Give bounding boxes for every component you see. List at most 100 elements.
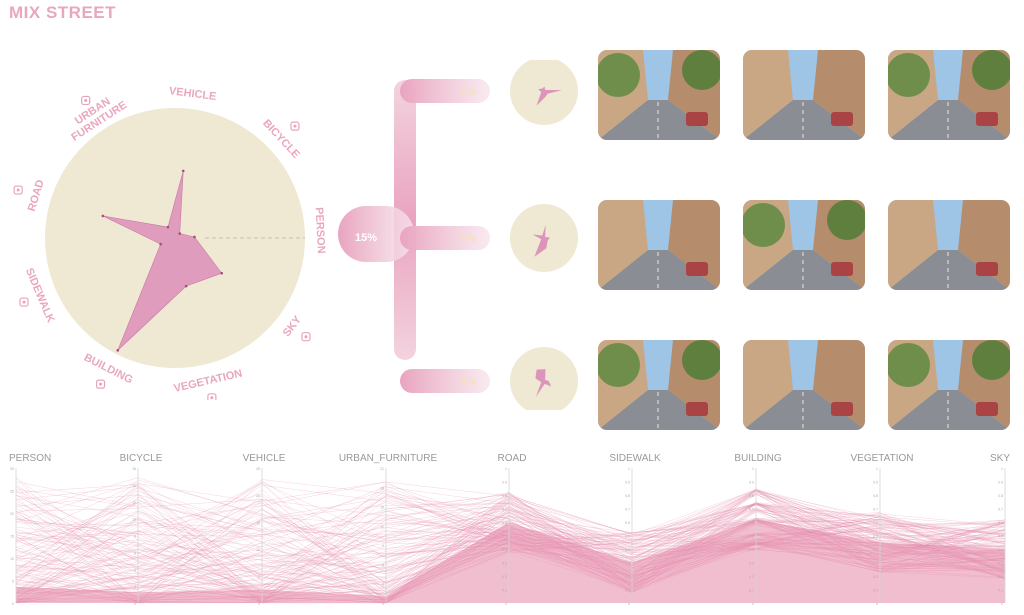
radar-label-group: SKY [281, 313, 305, 339]
pc-tick-label: 0.9 [998, 481, 1003, 485]
pc-tick-label: 1 [628, 467, 630, 471]
pc-tick-label: 0.5 [502, 535, 507, 539]
tree-branch-2 [400, 226, 490, 250]
building-icon [95, 379, 106, 389]
pc-tick-label: 0.8 [502, 494, 507, 498]
radar-label-vehicle: VEHICLE [168, 85, 217, 103]
tree-icon [207, 393, 217, 400]
pc-tick-label: 12 [380, 525, 384, 529]
pc-tick-label: 0.5 [998, 535, 1003, 539]
pc-tick-label: 9 [382, 544, 384, 548]
pc-tick-label: 0.7 [998, 508, 1003, 512]
pc-tick-label: 0 [505, 602, 507, 606]
pc-axis-label-bicycle: BICYCLE [120, 453, 163, 464]
cluster-radar-area-3 [535, 369, 552, 398]
pc-axis-label-sidewalk: SIDEWALK [609, 453, 661, 464]
pc-tick-label: 0.6 [998, 521, 1003, 525]
radar-label-group: VEHICLE [168, 85, 217, 103]
pc-tick-label: 0.3 [998, 562, 1003, 566]
street-view-thumbnail [598, 200, 720, 290]
pc-tick-label: 8 [134, 535, 136, 539]
pc-tick-label: 0.1 [749, 589, 754, 593]
pc-axis-label-road: ROAD [498, 453, 527, 464]
radar-label-group: ROAD [26, 178, 47, 213]
pc-tick-label: 14 [132, 484, 136, 488]
pc-tick-label: 0.1 [502, 589, 507, 593]
street-view-thumbnail [598, 50, 720, 140]
radar-point-vehicle [181, 169, 185, 173]
pc-axis-label-vehicle: VEHICLE [243, 453, 286, 464]
pc-tick-label: 18 [380, 486, 384, 490]
pc-tick-label: 21 [380, 467, 384, 471]
pc-tick-label: 0 [628, 602, 630, 606]
pc-tick-label: 1 [1001, 467, 1003, 471]
pc-tick-label: 6 [134, 551, 136, 555]
pc-tick-label: 10 [256, 548, 260, 552]
pc-tick-label: 0 [752, 602, 754, 606]
pc-tick-label: 0.3 [625, 562, 630, 566]
pc-tick-label: 6 [382, 563, 384, 567]
pc-tick-label: 0 [382, 602, 384, 606]
radar-label-group: PERSON [313, 207, 327, 254]
pc-tick-label: 0.9 [625, 481, 630, 485]
street-view-thumbnail [743, 50, 865, 140]
street-view-thumbnail [743, 340, 865, 430]
bicycle-icon [290, 121, 300, 131]
street-view-thumbnail [888, 340, 1010, 430]
pc-tick-label: 0.7 [749, 508, 754, 512]
pc-tick-label: 0.6 [625, 521, 630, 525]
pc-tick-label: 30 [10, 467, 14, 471]
street-view-thumbnail [888, 200, 1010, 290]
radar-label-group: VEGETATION [173, 368, 244, 395]
pc-axis-label-person: PERSON [9, 453, 51, 464]
pc-tick-label: 2 [134, 585, 136, 589]
radar-label-road: ROAD [26, 178, 47, 213]
street-view-thumbnail [743, 200, 865, 290]
radar-point-bicycle [178, 232, 182, 235]
pc-tick-label: 0.6 [502, 521, 507, 525]
tree-branch-label-2: 6% [460, 233, 476, 245]
pc-tick-label: 0.2 [749, 575, 754, 579]
page-title: MIX STREET [9, 3, 117, 22]
tree-branch-3 [400, 369, 490, 393]
radar-point-sky [220, 271, 224, 275]
pedestrian-icon [19, 297, 29, 307]
street-view-thumbnail [598, 340, 720, 430]
pc-tick-label: 0.2 [998, 575, 1003, 579]
pc-tick-label: 0.8 [873, 494, 878, 498]
pc-tick-label: 4 [134, 568, 136, 572]
pc-tick-label: 0.3 [873, 562, 878, 566]
tree-branch-label-3: 8% [460, 376, 476, 388]
radar-point-building [116, 349, 120, 352]
pc-tick-label: 0.3 [749, 562, 754, 566]
pc-tick-label: 0.2 [873, 575, 878, 579]
road-icon [13, 185, 23, 195]
tree-root-label: 15% [355, 232, 377, 244]
tree-branch-1 [400, 79, 490, 103]
pc-tick-label: 0.4 [998, 548, 1003, 552]
radar-point-vegetation [184, 284, 188, 288]
pc-tick-label: 15 [256, 521, 260, 525]
pc-tick-label: 0.5 [625, 535, 630, 539]
pc-tick-label: 16 [132, 467, 136, 471]
pc-tick-label: 0.9 [873, 481, 878, 485]
pc-tick-label: 0.8 [749, 494, 754, 498]
pc-tick-label: 0 [134, 602, 136, 606]
pc-tick-label: 0 [876, 602, 878, 606]
pc-tick-label: 5 [258, 575, 260, 579]
pc-tick-label: 0 [12, 602, 14, 606]
pc-tick-label: 0.7 [502, 508, 507, 512]
pc-tick-label: 0.8 [998, 494, 1003, 498]
radar-chart: VEHICLEBICYCLEPERSONSKYVEGETATIONBUILDIN… [13, 85, 327, 400]
pc-tick-label: 0.4 [749, 548, 754, 552]
pc-tick-label: 3 [382, 583, 384, 587]
pc-axis-label-urban_furniture: URBAN_FURNITURE [339, 453, 438, 464]
cloud-icon [301, 332, 311, 342]
pc-tick-label: 0.1 [625, 589, 630, 593]
pc-tick-label: 0.9 [749, 481, 754, 485]
pc-tick-label: 20 [10, 512, 14, 516]
pc-tick-label: 1 [505, 467, 507, 471]
pc-tick-label: 0.1 [998, 589, 1003, 593]
radar-point-sidewalk [159, 242, 162, 246]
pc-tick-label: 10 [132, 518, 136, 522]
